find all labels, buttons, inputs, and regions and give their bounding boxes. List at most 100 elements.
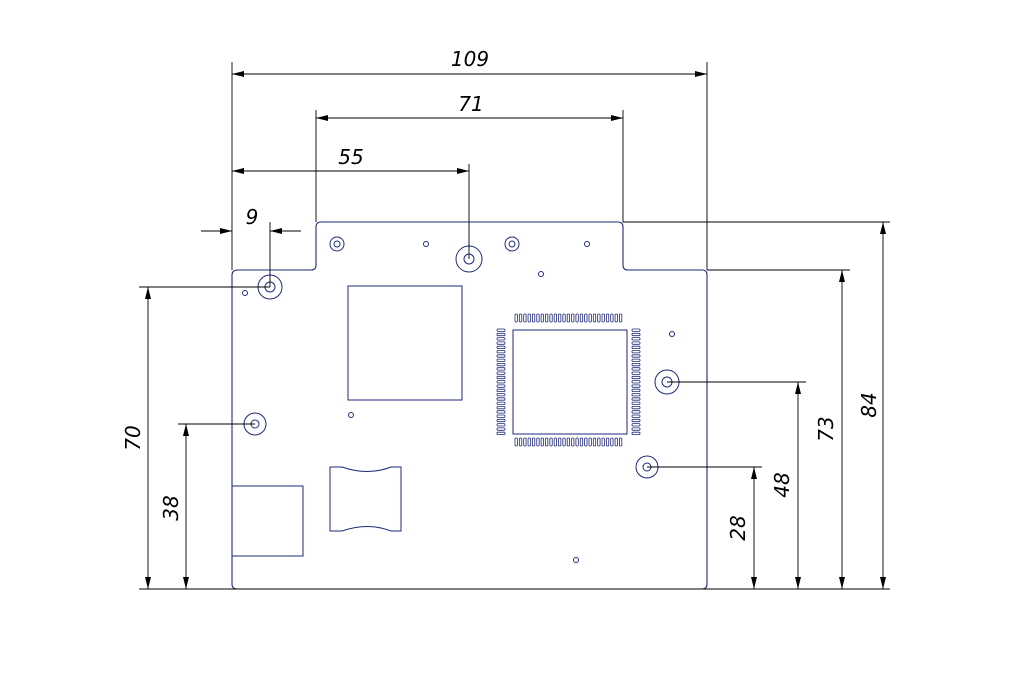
qfp-pin (514, 313, 518, 323)
dimension-84: 84 (623, 221, 890, 589)
qfp-pin (631, 362, 641, 367)
qfp-pin (631, 397, 641, 401)
qfp-pin (631, 384, 641, 388)
qfp-pin (496, 350, 506, 354)
qfp-pin (566, 437, 571, 447)
qfp-pin (597, 313, 601, 323)
qfp-pin (496, 337, 506, 341)
qfp-pin (605, 313, 610, 323)
small-hole-pair-1 (329, 236, 345, 252)
qfp-pin (610, 437, 614, 447)
square-chip (347, 285, 463, 401)
qfp-pin (532, 437, 536, 447)
qfp-pin (523, 313, 527, 323)
dimension-73-label: 73 (814, 416, 838, 441)
qfp-pin (631, 371, 641, 375)
qfp-pin (496, 358, 506, 362)
qfp-pin (496, 401, 506, 405)
qfp-pin (605, 437, 610, 447)
qfp-pin (614, 313, 618, 323)
dimension-109-label: 109 (451, 47, 489, 71)
qfp-pin (631, 345, 641, 350)
qfp-pin (579, 437, 584, 447)
qfp-pin (631, 393, 641, 397)
qfp-pin (496, 354, 506, 358)
qfp-pin (631, 418, 641, 423)
board-outline (231, 221, 708, 590)
qfp-pin (584, 313, 588, 323)
qfp-pin (496, 362, 506, 367)
qfp-pin (496, 367, 506, 371)
qfp-pin (601, 437, 605, 447)
dimension-55: 55 (232, 145, 470, 259)
inductor (329, 466, 402, 532)
qfp-pin (592, 437, 597, 447)
qfp-pin (523, 437, 527, 447)
dimension-70-label: 70 (121, 425, 145, 450)
dimension-9: 9 (201, 205, 301, 287)
qfp-pin (496, 393, 506, 397)
qfp-pin (532, 313, 536, 323)
qfp-pin (549, 437, 553, 447)
qfp-pin (496, 423, 506, 427)
qfp-pin (496, 427, 506, 431)
qfp-pin (553, 437, 557, 447)
qfp-pin (496, 371, 506, 375)
qfp-pin (631, 328, 641, 332)
qfp-pin (631, 337, 641, 341)
qfp-pin (518, 313, 523, 323)
dimension-71: 71 (315, 92, 624, 222)
dimension-9-label: 9 (246, 205, 259, 229)
qfp-pin (496, 418, 506, 423)
qfp-pin (631, 423, 641, 427)
qfp-pin (496, 328, 506, 332)
qfp-pin (584, 437, 588, 447)
qfp-pin (514, 437, 518, 447)
qfp-pin (597, 437, 601, 447)
dimension-70: 70 (121, 286, 270, 589)
qfp-pin (558, 437, 562, 447)
qfp-pin (631, 414, 641, 418)
qfp-pin (540, 437, 544, 447)
qfp-pin (496, 345, 506, 350)
qfp-pin (631, 375, 641, 380)
qfp-pin (631, 341, 641, 345)
dimension-28: 28 (647, 466, 762, 589)
qfp-pin (496, 397, 506, 401)
dimension-48-label: 48 (770, 472, 794, 497)
qfp-pin (566, 313, 571, 323)
qfp-pin (540, 313, 544, 323)
qfp-pin (536, 313, 540, 323)
qfp-chip (496, 313, 641, 447)
qfp-pin (496, 405, 506, 410)
qfp-pin (588, 313, 592, 323)
qfp-pin (631, 332, 641, 337)
vias (242, 241, 675, 563)
qfp-pin (545, 313, 549, 323)
dimension-48: 48 (667, 381, 806, 589)
qfp-pin (575, 313, 579, 323)
qfp-pin (496, 341, 506, 345)
qfp-pin (553, 313, 557, 323)
qfp-pin (496, 414, 506, 418)
qfp-pin (619, 313, 623, 323)
qfp-pin (614, 437, 618, 447)
small-hole-pair-2 (504, 236, 520, 252)
qfp-pin (631, 410, 641, 414)
qfp-pin (631, 388, 641, 393)
qfp-pin (631, 380, 641, 384)
dimension-38-label: 38 (159, 495, 183, 520)
qfp-pin (631, 405, 641, 410)
qfp-pin (545, 437, 549, 447)
qfp-pin (496, 375, 506, 380)
qfp-pin (631, 367, 641, 371)
qfp-pin (496, 410, 506, 414)
dimension-71-label: 71 (458, 92, 483, 116)
qfp-pin (610, 313, 614, 323)
qfp-pin (496, 332, 506, 337)
dimension-109: 109 (231, 47, 708, 270)
qfp-pin (518, 437, 523, 447)
dimension-84-label: 84 (857, 392, 881, 417)
qfp-pin (631, 427, 641, 431)
